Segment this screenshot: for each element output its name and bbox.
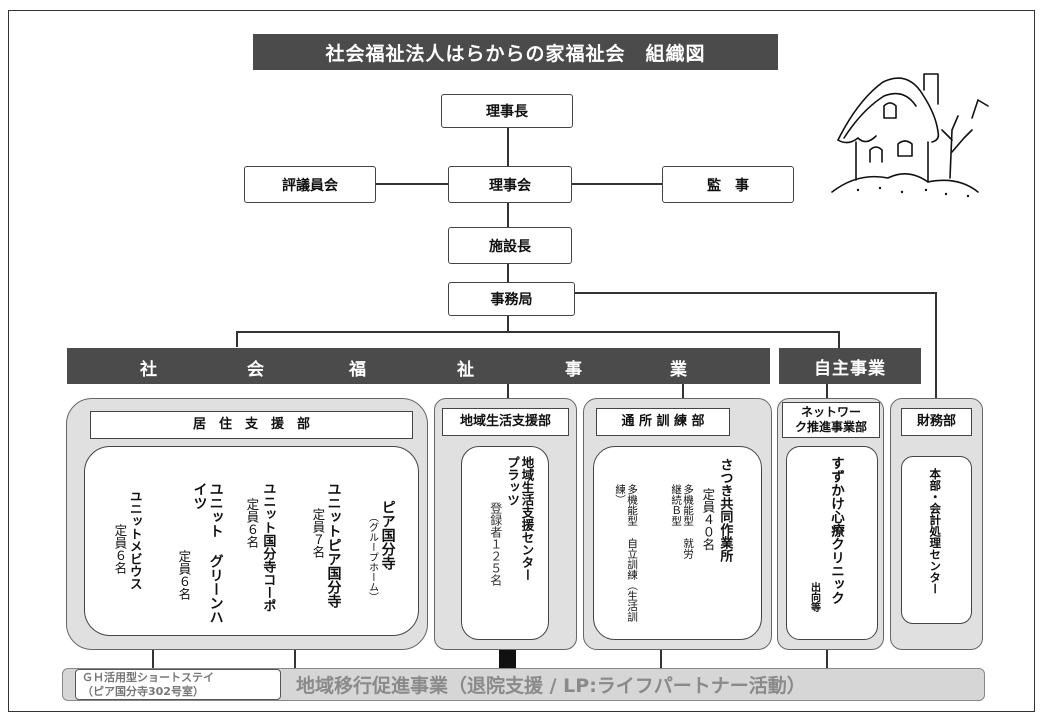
welfare-band-char: 社 [140, 360, 157, 380]
connector-council-board [376, 183, 448, 185]
network-header-line2: ク推進事業部 [794, 420, 867, 434]
clinic-name: すずかけ心療クリニック [828, 456, 845, 605]
unit-sub: （グループホーム） [366, 512, 378, 602]
connector-bus [236, 331, 840, 333]
council-box: 評議員会 [244, 166, 376, 203]
connector-office-finance-v [935, 292, 937, 398]
unit-name: ユニット グリーンハイツ [191, 482, 224, 624]
center-name: 地域生活支援センター プラッツ [505, 456, 535, 581]
connector-board-director [507, 203, 509, 227]
unit-name: ユニット国分寺コーポ [260, 482, 276, 612]
board-box: 理事会 [448, 166, 572, 203]
network-header-line1: ネットワー [800, 405, 861, 419]
page-frame [8, 10, 1035, 712]
unit-name: ピア国分寺 [379, 500, 396, 570]
welfare-band-char: 祉 [457, 360, 474, 380]
independent-band: 自主事業 [779, 348, 921, 384]
unit-capacity: 定員６名 [176, 550, 192, 600]
community-center: 地域生活支援センター プラッツ 登録者１２５名 [488, 456, 535, 626]
welfare-band-char: 会 [247, 360, 264, 380]
connector-daycare-migration [660, 650, 662, 668]
unit-capacity: 定員７名 [310, 508, 326, 558]
connector-director-office [507, 264, 509, 282]
auditor-box: 監 事 [662, 166, 794, 203]
page-title: 社会福祉法人はらからの家福祉会 組織図 [253, 34, 778, 70]
gh-line1: ＧＨ活用型ショートステイ [82, 671, 214, 685]
office-box: 事務局 [448, 282, 575, 316]
community-inner [461, 446, 549, 640]
welfare-band-char: 福 [349, 360, 366, 380]
connector-office-down [507, 316, 509, 332]
finance-header: 財務部 [901, 408, 972, 436]
connector-bus-left [236, 331, 238, 347]
director-box: 施設長 [448, 227, 572, 264]
unit-name: ユニットピア国分寺 [325, 482, 342, 608]
residential-inner [84, 446, 419, 636]
clinic-note: 出向等 [808, 582, 820, 612]
facility-name: さつき共同作業所 [717, 458, 733, 562]
connector-band-network [826, 384, 828, 398]
welfare-band-char: 業 [670, 360, 687, 380]
gh-line2: （ピア国分寺302号室） [82, 684, 204, 698]
connector-board-auditor [572, 183, 662, 185]
daycare-type-training: 多機能型 自立訓練（生活訓練） [614, 484, 639, 622]
welfare-band-char: 事 [565, 360, 582, 380]
house-illustration [831, 73, 989, 198]
facility-capacity: 定員４０名 [700, 488, 716, 551]
connector-chairman-board [507, 128, 509, 166]
unit-green-heights: ユニット グリーンハイツ 定員６名 [176, 482, 224, 630]
network-inner [786, 446, 878, 640]
center-registered: 登録者１２５名 [488, 502, 503, 586]
connector-residential-migration [294, 650, 296, 668]
unit-peer-kokubunji-2: ユニットピア国分寺 定員７名 [310, 482, 341, 630]
unit-peer-kokubunji: ピア国分寺 （グループホーム） [366, 500, 396, 632]
finance-center: 本部・会計処理センター [928, 468, 943, 595]
daycare-type-employment: 多機能型 就労継続Ｂ型 [670, 484, 695, 559]
unit-mebius: ユニットメビウス 定員６名 [112, 490, 142, 630]
welfare-band: 社 会 福 祉 事 業 [67, 348, 770, 384]
connector-network-migration [826, 650, 828, 668]
network-header: ネットワー ク推進事業部 [782, 402, 880, 438]
residential-header: 居 住 支 援 部 [90, 411, 413, 439]
unit-capacity: 定員６名 [112, 524, 128, 574]
chairman-box: 理事長 [441, 94, 573, 128]
finance-inner [901, 456, 972, 624]
connector-band-daycare [682, 384, 684, 398]
community-header: 地域生活支援部 [442, 408, 569, 436]
connector-residential-gh [152, 636, 154, 668]
gh-short-stay-box: ＧＨ活用型ショートステイ （ピア国分寺302号室） [75, 669, 281, 700]
connector-band-community [507, 384, 509, 398]
connector-office-finance-h [575, 292, 936, 294]
network-clinic: すずかけ心療クリニック 出向等 [808, 456, 845, 632]
daycare-inner [593, 446, 762, 640]
daycare-facility: さつき共同作業所 定員４０名 [700, 458, 733, 630]
unit-kokubunji-corpo: ユニット国分寺コーポ 定員６名 [244, 482, 276, 630]
migration-label: 地域移行促進事業（退院支援 / LP:ライフパートナー活動） [296, 675, 806, 697]
connector-bus-right [838, 331, 840, 348]
unit-name: ユニットメビウス [127, 490, 143, 590]
unit-capacity: 定員６名 [244, 498, 260, 548]
daycare-header: 通 所 訓 練 部 [596, 408, 730, 436]
